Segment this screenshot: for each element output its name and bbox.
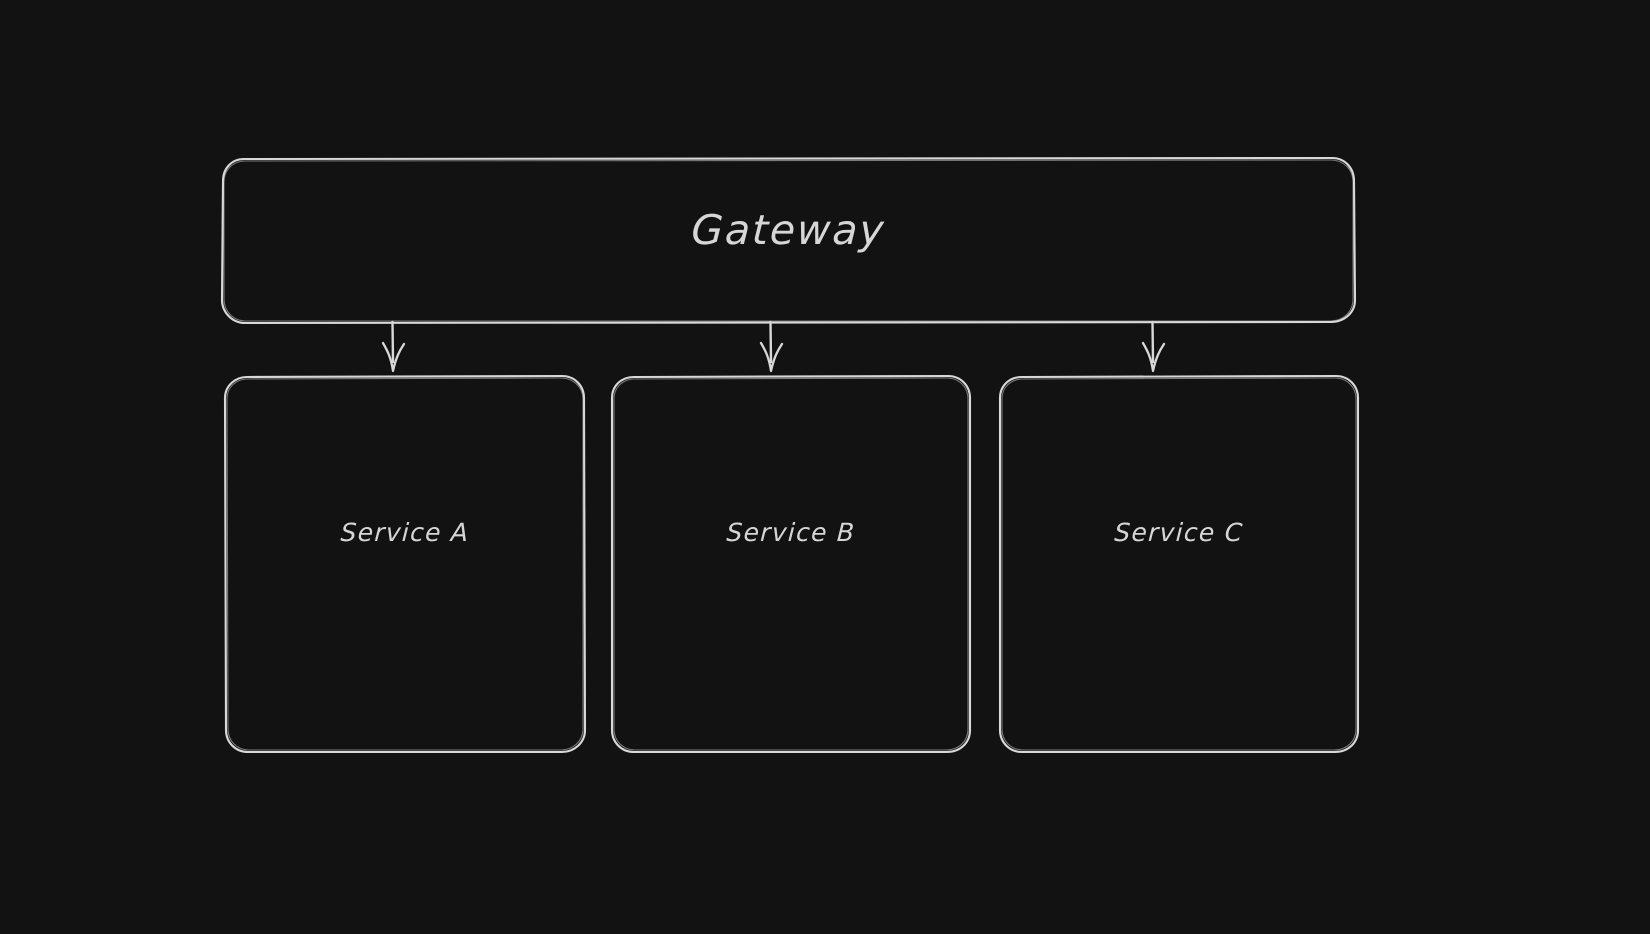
connector-arrowhead-c bbox=[1141, 341, 1166, 373]
service-a-node[interactable] bbox=[223, 374, 587, 754]
connector-line-c bbox=[1151, 320, 1155, 364]
connector-gateway-to-service-c bbox=[1141, 320, 1166, 373]
gateway-label: Gateway bbox=[690, 206, 887, 254]
connector-arrowhead-a bbox=[381, 341, 406, 373]
service-c-box-outline-second-pass bbox=[1001, 377, 1357, 751]
service-b-box-outline-second-pass bbox=[613, 377, 969, 751]
connector-gateway-to-service-a bbox=[381, 320, 406, 373]
service-b-box-outline bbox=[610, 374, 972, 754]
connector-line-b bbox=[769, 320, 773, 364]
service-b-label: Service B bbox=[725, 518, 857, 547]
service-c-node[interactable] bbox=[998, 374, 1360, 754]
gateway-node[interactable] bbox=[220, 156, 1357, 325]
service-a-box-outline bbox=[223, 374, 587, 754]
service-b-node[interactable] bbox=[610, 374, 972, 754]
gateway-box-outline bbox=[220, 156, 1357, 325]
connector-line-a bbox=[391, 320, 395, 364]
gateway-box-outline-second-pass bbox=[223, 159, 1354, 322]
service-a-label: Service A bbox=[339, 518, 471, 547]
service-c-label: Service C bbox=[1113, 518, 1245, 547]
service-c-box-outline bbox=[998, 374, 1360, 754]
service-a-box-outline-second-pass bbox=[226, 377, 584, 751]
connector-gateway-to-service-b bbox=[759, 320, 784, 373]
connector-arrowhead-b bbox=[759, 341, 784, 373]
